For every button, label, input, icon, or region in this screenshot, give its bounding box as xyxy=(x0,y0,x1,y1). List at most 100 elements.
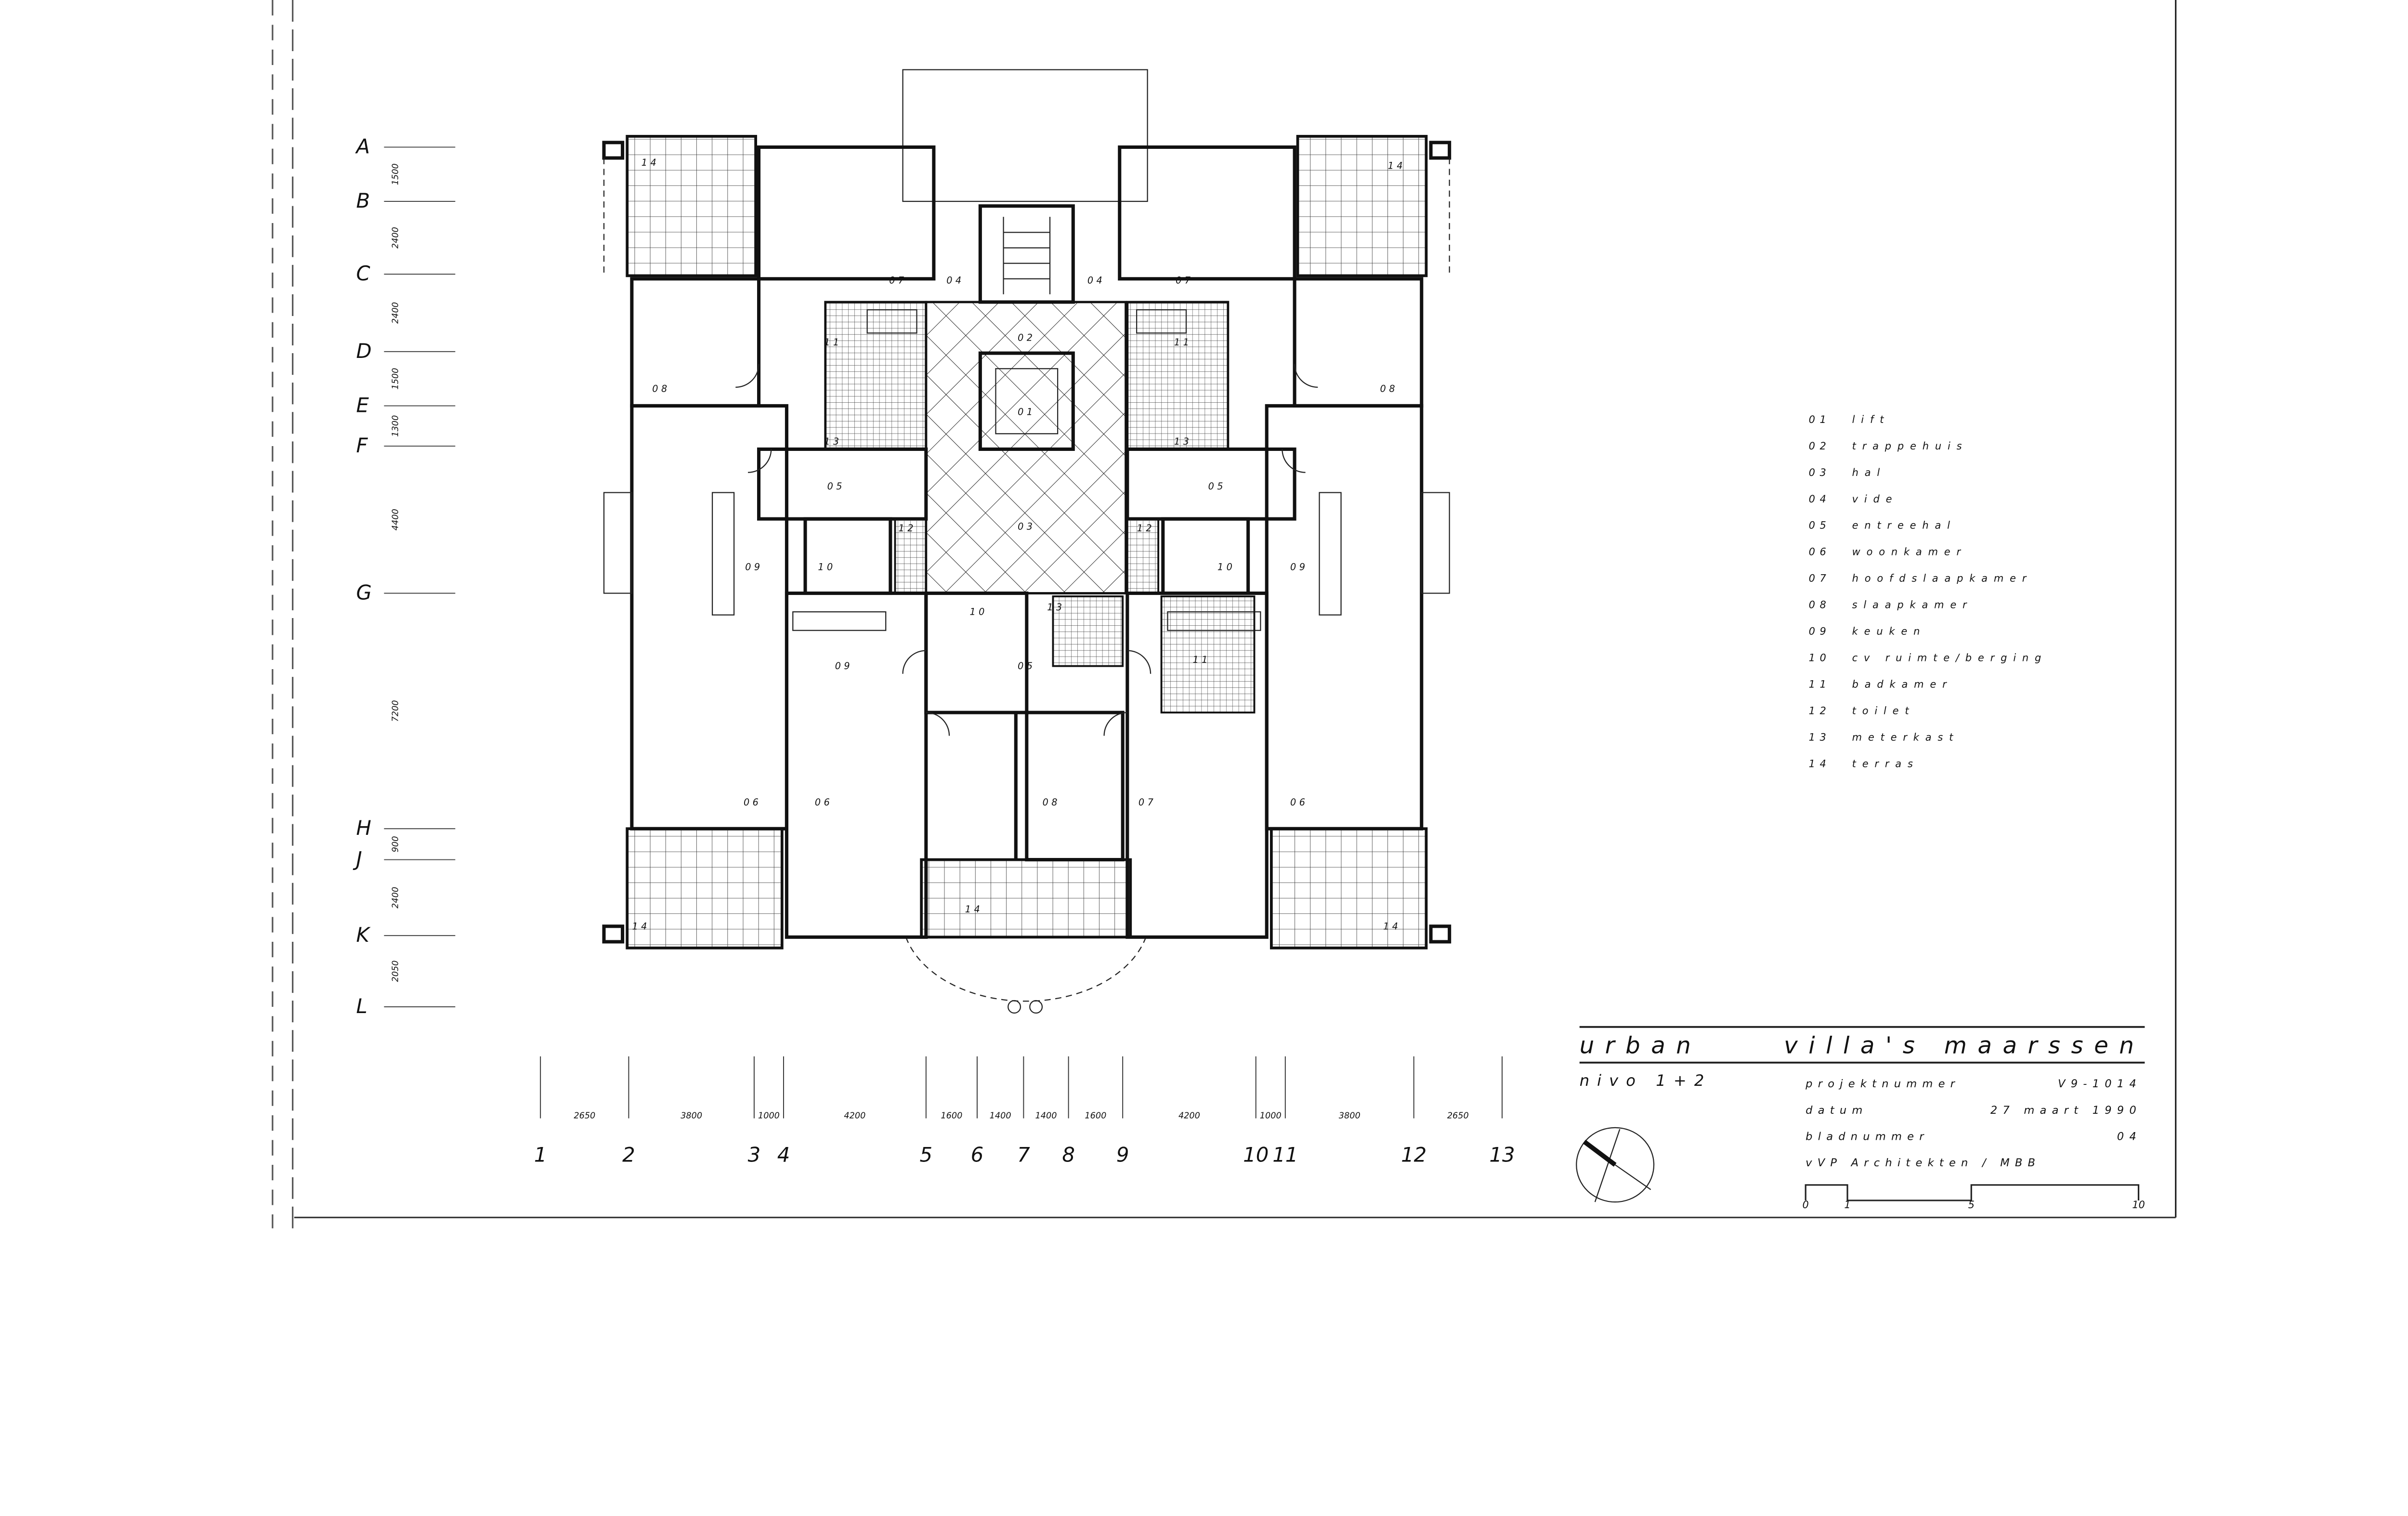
row-label: J xyxy=(353,847,362,870)
legend-label: toilet xyxy=(1852,705,1915,717)
row-label: F xyxy=(356,434,368,457)
column-dimension: 2650 xyxy=(1447,1111,1469,1121)
room-label: 13 xyxy=(1047,602,1065,613)
legend-label: lift xyxy=(1852,414,1890,425)
column-dimension: 4200 xyxy=(844,1111,865,1121)
legend-code: 02 xyxy=(1809,440,1831,452)
room-label: 14 xyxy=(641,157,659,168)
legend-code: 12 xyxy=(1809,705,1831,717)
room-label: 05 xyxy=(1208,481,1226,492)
row-dimension: 1300 xyxy=(391,415,400,437)
row-label: G xyxy=(356,580,372,604)
room-label: 06 xyxy=(744,797,761,808)
column-dimension: 1000 xyxy=(1260,1111,1282,1121)
column-label: 10 xyxy=(1243,1143,1269,1167)
row-label: D xyxy=(356,339,372,363)
lift-car xyxy=(995,368,1059,435)
scale-label: 10 xyxy=(2132,1199,2145,1211)
legend-code: 08 xyxy=(1809,599,1831,611)
level-label: nivo 1+2 xyxy=(1580,1071,1712,1090)
terrace-south xyxy=(920,858,1132,939)
title-word-2: villa's xyxy=(1784,1032,1925,1059)
row-dimension: 7200 xyxy=(391,700,400,722)
legend-item: 12 toilet xyxy=(1809,705,1915,717)
entrance-arc xyxy=(905,936,1147,1002)
legend-label: vide xyxy=(1852,493,1898,505)
legend-code: 03 xyxy=(1809,467,1831,478)
apartment-east xyxy=(1104,136,1450,948)
legend-item: 08 slaapkamer xyxy=(1809,599,1973,611)
room-label: 08 xyxy=(652,383,670,395)
room-label: 02 xyxy=(1018,332,1035,343)
row-label: L xyxy=(356,994,367,1018)
room-label: 09 xyxy=(1290,561,1308,572)
column-dimension: 1400 xyxy=(990,1111,1011,1121)
room-label: 14 xyxy=(1388,160,1406,171)
sheet-frame xyxy=(272,0,2177,1228)
row-dimension: 2400 xyxy=(391,227,400,249)
row-dimension: 2400 xyxy=(391,302,400,324)
column-dimension: 1400 xyxy=(1035,1111,1057,1121)
room-label: 12 xyxy=(899,523,916,534)
column-label: 12 xyxy=(1401,1143,1426,1167)
legend-code: 09 xyxy=(1809,626,1831,637)
scale-bar xyxy=(1805,1184,2140,1201)
field-label: projektnummer xyxy=(1805,1078,1960,1090)
room-label: 12 xyxy=(1137,523,1155,534)
column-label: 3 xyxy=(748,1143,761,1167)
room-label: 09 xyxy=(835,660,853,672)
north-arrow-icon xyxy=(1576,1127,1655,1203)
scale-label: 1 xyxy=(1844,1199,1850,1211)
legend-label: slaapkamer xyxy=(1852,599,1973,611)
legend-code: 14 xyxy=(1809,758,1831,770)
room-label: 10 xyxy=(818,561,836,572)
column-label: 8 xyxy=(1062,1143,1075,1167)
legend-label: hoofdslaapkamer xyxy=(1852,573,2033,584)
column-dimension: 1600 xyxy=(1085,1111,1106,1121)
legend-label: keuken xyxy=(1852,626,1926,637)
room-label: 11 xyxy=(1174,337,1192,348)
legend-label: meterkast xyxy=(1852,732,1960,743)
row-dimension: 2050 xyxy=(391,961,400,982)
legend-code: 11 xyxy=(1809,679,1831,690)
bollard xyxy=(1029,1000,1043,1014)
room-label: 07 xyxy=(1176,275,1193,286)
room-label: 10 xyxy=(969,606,987,618)
row-label: C xyxy=(356,262,371,285)
bollard xyxy=(1008,1000,1021,1014)
legend-item: 09 keuken xyxy=(1809,626,1926,637)
legend-label: badkamer xyxy=(1852,679,1953,690)
column-dimension: 2650 xyxy=(574,1111,595,1121)
room-label: 14 xyxy=(632,921,650,932)
legend-item: 11 badkamer xyxy=(1809,679,1953,690)
legend-code: 07 xyxy=(1809,573,1831,584)
toilet-tiles xyxy=(1052,595,1124,667)
row-dimension: 900 xyxy=(391,836,400,853)
legend-code: 04 xyxy=(1809,493,1831,505)
column-grid: 1265023800310004420051600614007140081600… xyxy=(534,1056,1515,1167)
row-dimension: 2400 xyxy=(391,887,400,909)
legend-item: 07 hoofdslaapkamer xyxy=(1809,573,2033,584)
row-grid: A1500B2400C2400D1500E1300F4400G7200H900J… xyxy=(353,134,456,1018)
row-label: H xyxy=(356,816,371,840)
room-label: 08 xyxy=(1043,797,1060,808)
room-label: 14 xyxy=(1383,921,1401,932)
legend-code: 10 xyxy=(1809,652,1831,664)
legend-label: entreehal xyxy=(1852,520,1956,531)
column-label: 4 xyxy=(777,1143,790,1167)
field-label: datum xyxy=(1806,1104,1868,1117)
column-dimension: 1000 xyxy=(758,1111,780,1121)
room-label: 04 xyxy=(946,275,964,286)
room-label: 07 xyxy=(889,275,907,286)
